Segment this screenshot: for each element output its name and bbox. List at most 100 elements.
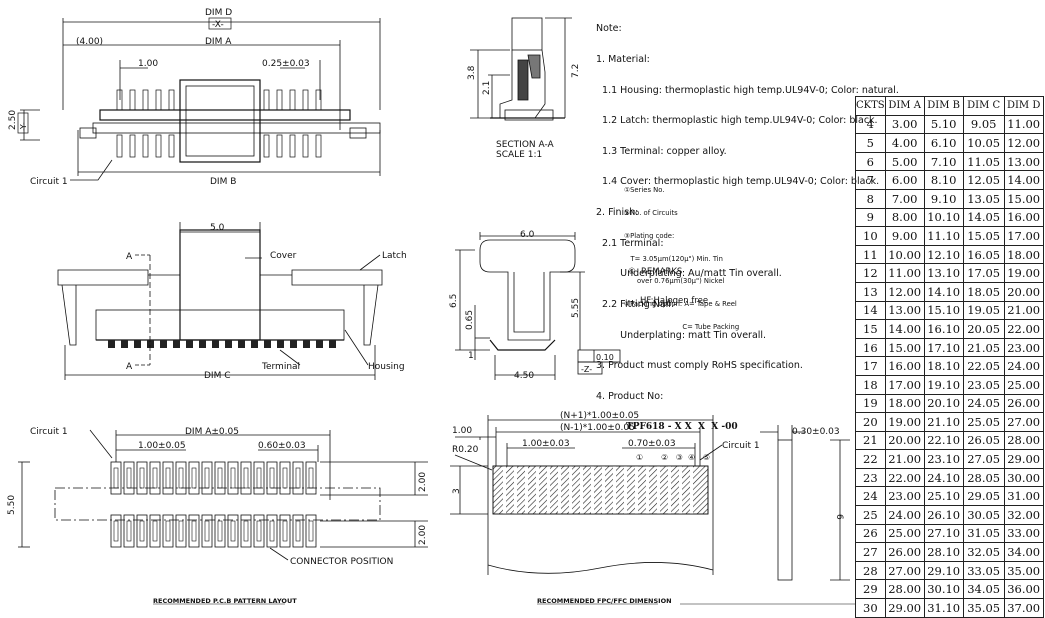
table-cell: 29.05 bbox=[962, 486, 1005, 507]
note-line: 3. Product must comply RoHS specificatio… bbox=[596, 360, 803, 372]
table-cell: 29 bbox=[855, 579, 886, 600]
table-cell: 37.00 bbox=[1003, 598, 1044, 618]
label-h065: 0.65 bbox=[465, 310, 475, 330]
table-cell: 24.00 bbox=[884, 505, 925, 525]
label-cover: Cover bbox=[270, 251, 297, 261]
table-cell: 26.00 bbox=[884, 542, 925, 562]
table-cell: 18.00 bbox=[1003, 244, 1044, 265]
fpc-view bbox=[450, 415, 855, 605]
table-cell: 27.00 bbox=[1003, 412, 1044, 432]
fpc-title: RECOMMENDED FPC/FFC DIMENSION bbox=[537, 597, 672, 605]
table-cell: 20.10 bbox=[923, 393, 964, 414]
label-w50: 5.0 bbox=[210, 223, 225, 233]
table-header-row: CKTS DIM A DIM B DIM C DIM D bbox=[855, 96, 1044, 116]
table-cell: 19.10 bbox=[923, 374, 964, 395]
table-cell: 14.00 bbox=[884, 319, 925, 339]
table-cell: 8 bbox=[855, 188, 886, 209]
table-cell: 23.05 bbox=[962, 374, 1005, 395]
label-p070-003: 0.70±0.03 bbox=[628, 439, 676, 449]
table-cell: 15.05 bbox=[962, 226, 1005, 246]
table-cell: 17.00 bbox=[1003, 226, 1044, 246]
table-cell: 24 bbox=[855, 486, 886, 507]
label-terminal: Terminal bbox=[261, 362, 300, 372]
table-cell: 19 bbox=[855, 393, 886, 414]
note-line: Underplating: matt Tin overall. bbox=[596, 329, 767, 341]
table-cell: 9.05 bbox=[962, 114, 1005, 135]
label-a-top: A bbox=[126, 252, 133, 262]
pcb-pattern bbox=[18, 429, 428, 605]
table-cell: 11.05 bbox=[962, 151, 1005, 172]
table-cell: 10.00 bbox=[884, 244, 925, 265]
table-cell: 20.00 bbox=[884, 430, 925, 451]
datum-x: -X- bbox=[212, 20, 224, 30]
table-cell: 28.00 bbox=[884, 579, 925, 600]
label-h200a: 2.00 bbox=[418, 472, 428, 492]
label-pitch-025: 0.25±0.03 bbox=[262, 59, 310, 69]
label-housing: Housing bbox=[368, 362, 405, 372]
label-circuit1-fpc: Circuit 1 bbox=[722, 441, 760, 451]
label-dim-c: DIM C bbox=[204, 371, 231, 381]
table-cell: 12 bbox=[855, 263, 886, 283]
table-cell: 23.10 bbox=[923, 449, 964, 469]
table-cell: 12.05 bbox=[962, 170, 1005, 190]
table-cell: 7 bbox=[855, 170, 886, 190]
label-dim-a: DIM A bbox=[205, 37, 232, 47]
datum-y: -Y- bbox=[19, 122, 28, 131]
table-cell: 22 bbox=[855, 449, 886, 469]
table-cell: 25 bbox=[855, 505, 886, 525]
legend-line: ①Series No. bbox=[624, 186, 665, 195]
table-cell: 9.00 bbox=[884, 226, 925, 246]
legend-line: ③Plating code: bbox=[624, 231, 675, 240]
note-line: 2.2 Fitting Nail: bbox=[596, 298, 675, 310]
label-conn-pos: CONNECTOR POSITION bbox=[290, 557, 393, 567]
table-cell: 9 bbox=[855, 207, 886, 228]
table-cell: 20 bbox=[855, 412, 886, 432]
table-cell: 15 bbox=[855, 319, 886, 339]
label-scale: SCALE 1:1 bbox=[496, 150, 542, 160]
table-cell: 24.10 bbox=[923, 467, 964, 488]
table-cell: 22.00 bbox=[1003, 319, 1044, 339]
label-dim-b: DIM B bbox=[210, 177, 236, 187]
table-cell: 26.10 bbox=[923, 505, 964, 525]
table-cell: 29.10 bbox=[923, 560, 964, 581]
table-cell: 30.00 bbox=[1003, 467, 1044, 488]
table-cell: 5.10 bbox=[923, 114, 964, 135]
col-header: DIM D bbox=[1003, 96, 1044, 116]
table-cell: 16.00 bbox=[884, 356, 925, 376]
table-cell: 24.00 bbox=[1003, 356, 1044, 376]
table-cell: 30 bbox=[855, 598, 886, 618]
label-h65: 6.5 bbox=[449, 294, 459, 308]
label-h555: 5.55 bbox=[571, 298, 581, 318]
table-cell: 9.10 bbox=[923, 188, 964, 209]
table-cell: 27 bbox=[855, 542, 886, 562]
table-cell: 8.10 bbox=[923, 170, 964, 190]
table-cell: 21.00 bbox=[884, 449, 925, 469]
legend-line: ②No. of Circuits bbox=[624, 208, 678, 217]
table-cell: 4 bbox=[855, 114, 886, 135]
remarks-text: HF:Halogen free bbox=[640, 295, 709, 306]
table-cell: 14 bbox=[855, 300, 886, 321]
table-cell: 13.00 bbox=[1003, 151, 1044, 172]
label-flatness: 0.10 bbox=[596, 353, 614, 362]
table-cell: 26.05 bbox=[962, 430, 1005, 451]
table-cell: 17.00 bbox=[884, 374, 925, 395]
table-cell: 11.00 bbox=[884, 263, 925, 283]
table-cell: 12.00 bbox=[1003, 133, 1044, 153]
legend-line: over 0.76μm(30μ") Nickel bbox=[624, 277, 725, 286]
legend-line: T= 3.05μm(120μ") Min. Tin bbox=[624, 254, 723, 263]
table-cell: 23.00 bbox=[1003, 337, 1044, 358]
table-cell: 12.10 bbox=[923, 244, 964, 265]
note-line: 1. Material: bbox=[596, 54, 650, 66]
